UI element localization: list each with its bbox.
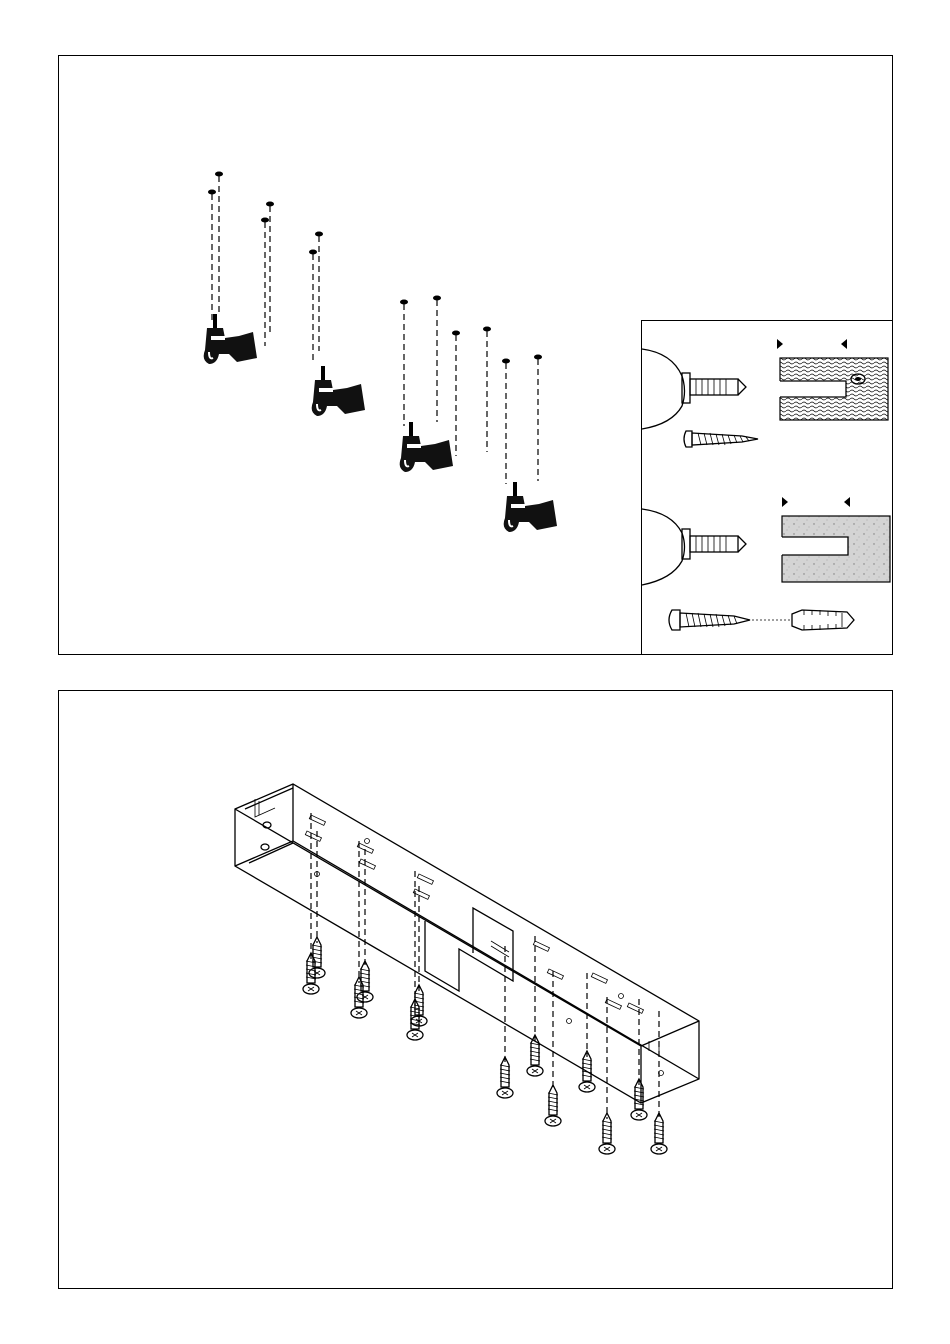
hole-marker xyxy=(502,359,510,364)
screw-icon xyxy=(545,1085,561,1126)
depth-marker-icon xyxy=(841,339,847,349)
drill-icon xyxy=(400,422,453,472)
mounting-slot xyxy=(305,831,321,841)
drill-icon xyxy=(312,366,365,416)
material-inset-illustration xyxy=(642,321,894,656)
drill-chuck-icon xyxy=(642,349,685,429)
wood-row xyxy=(642,339,888,447)
drill-chuck-icon xyxy=(642,509,685,585)
depth-marker-icon xyxy=(844,497,850,507)
mounting-slot xyxy=(413,889,429,899)
hole-marker xyxy=(452,331,460,336)
hole-marker xyxy=(215,172,223,177)
mount-housing-panel xyxy=(58,690,893,1289)
concrete-row xyxy=(642,497,890,630)
wall-plug-icon xyxy=(792,610,854,630)
mounting-slot xyxy=(591,973,607,983)
hole-marker xyxy=(309,250,317,255)
drill-icon xyxy=(204,314,257,364)
depth-marker-icon xyxy=(777,339,783,349)
hole-marker xyxy=(208,190,216,195)
screw-icon xyxy=(669,610,750,630)
depth-marker-icon xyxy=(782,497,788,507)
mounting-slot xyxy=(627,1003,643,1013)
mounting-slot xyxy=(547,969,563,979)
screw-icon xyxy=(497,1057,513,1098)
wood-block xyxy=(778,358,888,420)
hole-marker xyxy=(433,296,441,301)
material-inset xyxy=(641,320,893,655)
hole-marker xyxy=(534,355,542,360)
screw-icon xyxy=(684,431,758,447)
mounting-slot xyxy=(359,859,375,869)
hole-marker xyxy=(400,300,408,305)
mounting-slot xyxy=(605,999,621,1009)
hole-marker xyxy=(315,232,323,237)
mounting-slot xyxy=(417,874,433,884)
screw-icon xyxy=(599,1113,615,1154)
hole-marker xyxy=(261,218,269,223)
housing-icon xyxy=(235,784,699,1103)
screw-icon xyxy=(631,1079,647,1120)
mounting-slot xyxy=(533,941,549,951)
drill-bit-icon xyxy=(690,379,746,395)
hole-marker xyxy=(483,327,491,332)
drill-icon xyxy=(504,482,557,532)
mount-housing-illustration xyxy=(59,691,894,1290)
screw-icon xyxy=(651,1113,667,1154)
drill-bit-icon xyxy=(690,536,746,552)
concrete-block xyxy=(780,516,890,582)
hole-marker xyxy=(266,202,274,207)
drill-holes-panel xyxy=(58,55,893,655)
mounting-slot xyxy=(309,815,325,825)
